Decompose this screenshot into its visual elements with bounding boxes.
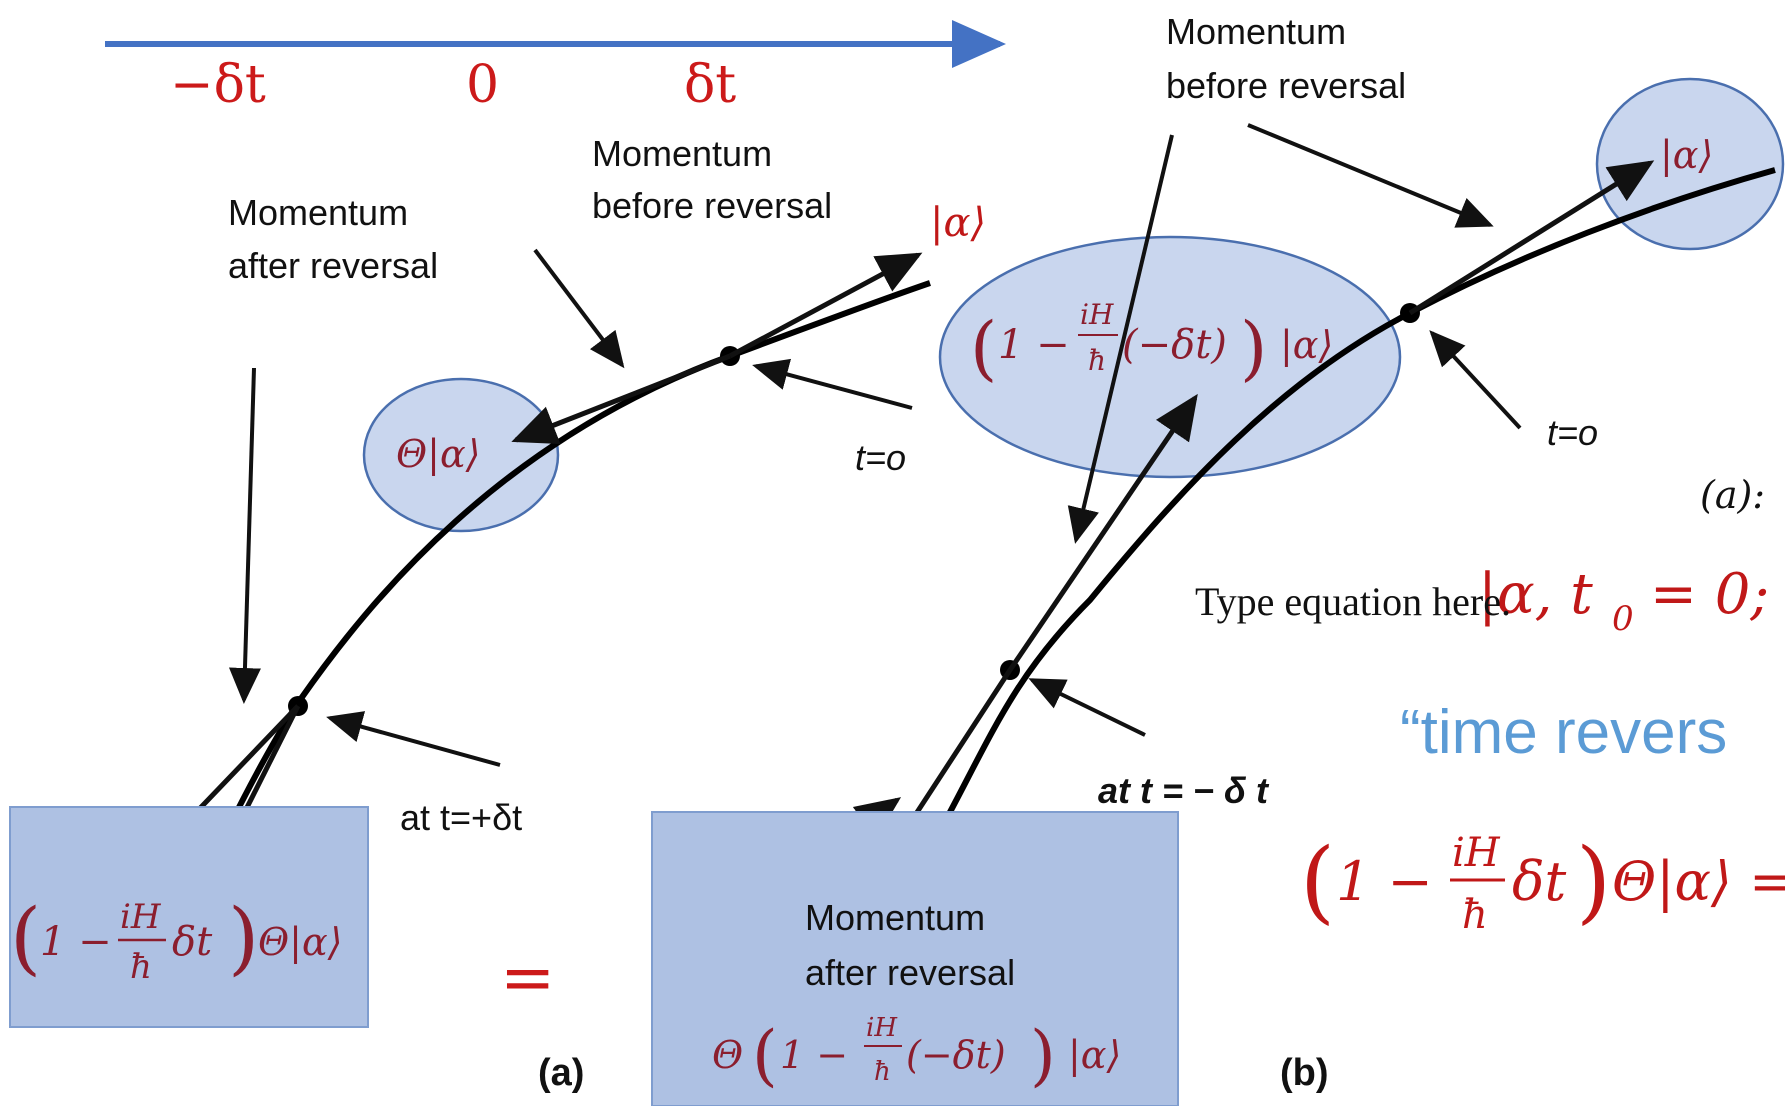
formula-a-frac-den: ħ [130,947,152,987]
trajectory-curve-b [932,167,1776,842]
pointer-before-a [533,248,625,369]
big-paren-open: ( [1300,829,1335,934]
ellipse-part1: 1 − [998,322,1070,368]
pointer-t0-b [1429,330,1522,430]
paren-open-a: ( [10,891,41,984]
at-t-plus-label: at t=+δt [400,797,522,838]
momentum-before-label-a-line1: Momentum [592,133,772,174]
ellipse-part3: |α⟩ [1280,323,1333,367]
timeline-zero-label: 0 [466,55,499,115]
big-formula: ( 1 − iH ħ δt ) Θ|α⟩ = [1300,829,1785,938]
panel-a-label: (a) [538,1052,584,1094]
pointer-after-a [228,367,261,704]
momentum-before-label-b-line1: Momentum [1166,11,1346,52]
ellipse-frac-den: ħ [1088,344,1106,377]
formula-b-paren-open: ( [752,1017,778,1094]
formula-a-part3: Θ|α⟩ [258,920,342,964]
formula-b: Θ ( 1 − iH ħ (−δt) ) |α⟩ [712,1013,1121,1094]
t-zero-label-b: t=o [1547,412,1598,453]
big-frac-den: ħ [1462,892,1488,938]
ket-alpha-a: |α⟩ [930,200,986,246]
momentum-after-vector-a [511,353,731,445]
big-paren-close: ) [1576,829,1611,934]
panel-a: Momentum before reversal Momentum after … [9,133,986,1094]
momentum-after-label-a-line1: Momentum [228,192,408,233]
ellipse-paren-close: ) [1240,307,1267,389]
ellipse-part2: (−δt) [1122,322,1227,368]
formula-a-part1: 1 − [40,919,112,965]
formula-a-frac-num: iH [120,897,162,937]
type-equation-placeholder: Type equation here. [1195,579,1511,624]
ket-eq-rest: = 0; t [1650,562,1785,627]
ket-eq-main: |α, t [1478,562,1593,627]
evolved-ket-highlight [938,235,1402,479]
paren-close-a: ) [228,891,259,984]
momentum-after-label-a-line2: after reversal [228,245,438,286]
ellipse-paren-open: ( [970,307,997,389]
big-formula-part1: 1 − [1336,850,1433,913]
timeline: −δt 0 δt [105,20,1006,115]
pointer-t-plus-a [326,711,501,767]
formula-b-paren-close: ) [1030,1017,1056,1094]
theta-alpha-highlight [362,377,560,533]
evolved-forward-vector-b [1007,393,1198,672]
panel-b-label: (b) [1280,1052,1329,1094]
formula-box-b [651,811,1179,1106]
equals-sign: = [500,939,555,1016]
formula-b-frac-num: iH [866,1013,898,1043]
momentum-before-label-a-line2: before reversal [592,185,832,226]
momentum-before-label-b-line2: before reversal [1166,65,1406,106]
right-text: (a): |α, t 0 = 0; t Type equation here. … [1195,473,1785,938]
formula-a: ( 1 − iH ħ δt ) Θ|α⟩ [10,891,342,987]
timeline-minus-label: −δt [170,55,266,115]
at-t-minus-label: at t = − δ t [1098,770,1270,811]
momentum-after-label-b-line1: Momentum [805,897,985,938]
formula-a-part2: δt [172,919,213,965]
pointer-t-minus-b [1028,678,1146,737]
formula-box-a [9,806,369,1028]
formula-b-part3: |α⟩ [1068,1033,1121,1077]
ket-alpha-b: |α⟩ [1660,133,1713,177]
panel-b: Momentum before reversal |α⟩ t=o at t = … [651,11,1785,1106]
a-colon-label: (a): [1700,473,1765,517]
big-frac-num: iH [1452,830,1501,876]
momentum-before-vector-a [728,252,923,359]
momentum-after-label-b-line2: after reversal [805,952,1015,993]
time-reversal-caption: “time revers [1400,698,1727,767]
evolved-ket-formula: ( 1 − iH ħ (−δt) ) |α⟩ [970,298,1333,389]
formula-b-part2: (−δt) [906,1033,1006,1077]
pointer-before-b-down [1067,134,1174,544]
ket-eq-subscript: 0 [1612,599,1634,639]
ellipse-frac-num: iH [1080,298,1114,331]
formula-b-theta: Θ [712,1033,743,1077]
t-zero-label-a: t=o [855,437,906,478]
big-formula-part2: δt [1512,850,1567,913]
theta-alpha-a: Θ|α⟩ [396,432,480,476]
pointer-before-b-right [1247,123,1494,228]
formula-b-frac-den: ħ [874,1057,891,1087]
momentum-before-vector-b [1408,160,1655,316]
formula-b-part1: 1 − [780,1033,848,1077]
timeline-plus-label: δt [684,55,736,115]
pointer-t0-a [752,358,913,410]
ket-alpha-highlight-b [1595,77,1785,251]
big-formula-part3: Θ|α⟩ = [1612,850,1785,913]
